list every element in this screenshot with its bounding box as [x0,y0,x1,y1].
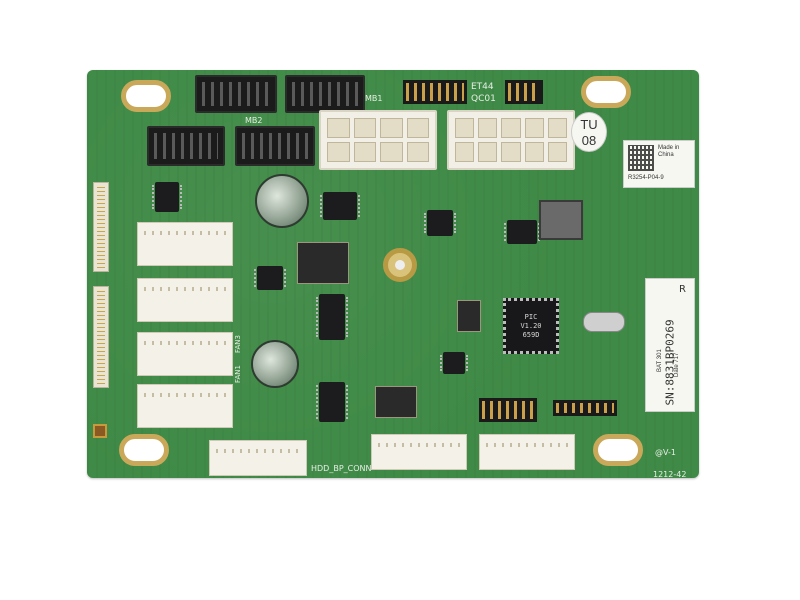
header-connector-mb2-top [195,75,277,113]
crystal-oscillator [583,312,625,332]
bottom-connector-left [209,440,307,476]
pin-header-bottom-1 [479,398,537,422]
silk-fan1: FAN1 [233,365,242,383]
ic-chip-5 [504,220,540,244]
mount-slot-top-left [121,80,171,112]
silk-r: R [679,284,686,295]
pic-code: 659D [522,331,540,339]
header-connector-left [147,126,225,166]
ic-chip-8 [440,352,468,374]
date-text: Date 717 [674,352,680,377]
mount-slot-bottom-right [593,434,643,466]
center-mount-hole [383,248,417,282]
side-code-text: BAT 301 [657,349,663,372]
power-connector-right [447,110,575,170]
pic-microcontroller: PIC V1.20 659D [503,298,559,354]
pin-header-bottom-2 [553,400,617,416]
ic-chip-4 [424,210,456,236]
bottom-connector-mid [371,434,467,470]
mount-slot-top-right [581,76,631,108]
made-in-text: Made in China [658,145,680,158]
ic-chip-1 [320,192,360,220]
smd-cluster-2 [375,386,417,418]
fan-connector-4 [137,384,233,428]
smd-cluster-3 [457,300,481,332]
smd-cluster-1 [297,242,349,284]
pic-label: PIC [524,313,538,321]
fan-connector-1 [137,222,233,266]
header-connector-mb2 [235,126,315,166]
silk-mb2: MB2 [245,116,263,125]
test-pad [93,424,107,438]
serial-label: SN:8831BP0269 Date 717 BAT 301 [645,278,695,412]
ribbon-connector-lower [93,286,109,388]
ic-chip-2 [316,294,348,340]
pin-header-et44 [403,80,467,104]
inductor [539,200,583,240]
tu-number: 08 [581,133,597,148]
silk-mb1: MB1 [365,94,383,103]
silk-revision: 1212-42 [653,470,687,479]
qr-code-icon [628,145,654,171]
pin-header-small [505,80,543,104]
silk-fan3: FAN3 [233,335,242,353]
ic-chip-3 [316,382,348,422]
mount-slot-bottom-left [119,434,169,466]
fan-connector-2 [137,278,233,322]
power-connector-left [319,110,437,170]
qr-label: Made in China R3254-P04-9 [623,140,695,188]
bottom-connector-right [479,434,575,470]
silk-et44: ET44 [471,82,494,92]
capacitor-lower [251,340,299,388]
ic-chip-7 [254,266,286,290]
circuit-board: TU 08 Made in China R3254-P04-9 PIC V1.2… [87,70,699,479]
part-number-text: R3254-P04-9 [628,175,664,181]
silk-qc01: QC01 [471,94,496,104]
silk-hdd-bp-conn: HDD_BP_CONN [311,464,372,473]
fan-connector-3 [137,332,233,376]
tu-sticker: TU 08 [571,112,607,152]
silk-rev-mark: @V-1 [655,448,676,457]
ribbon-connector-upper [93,182,109,272]
pic-firmware: V1.20 [520,322,542,330]
header-connector-mb1 [285,75,365,113]
capacitor-upper [255,174,309,228]
tu-text: TU [580,117,598,132]
ic-chip-6 [152,182,182,212]
